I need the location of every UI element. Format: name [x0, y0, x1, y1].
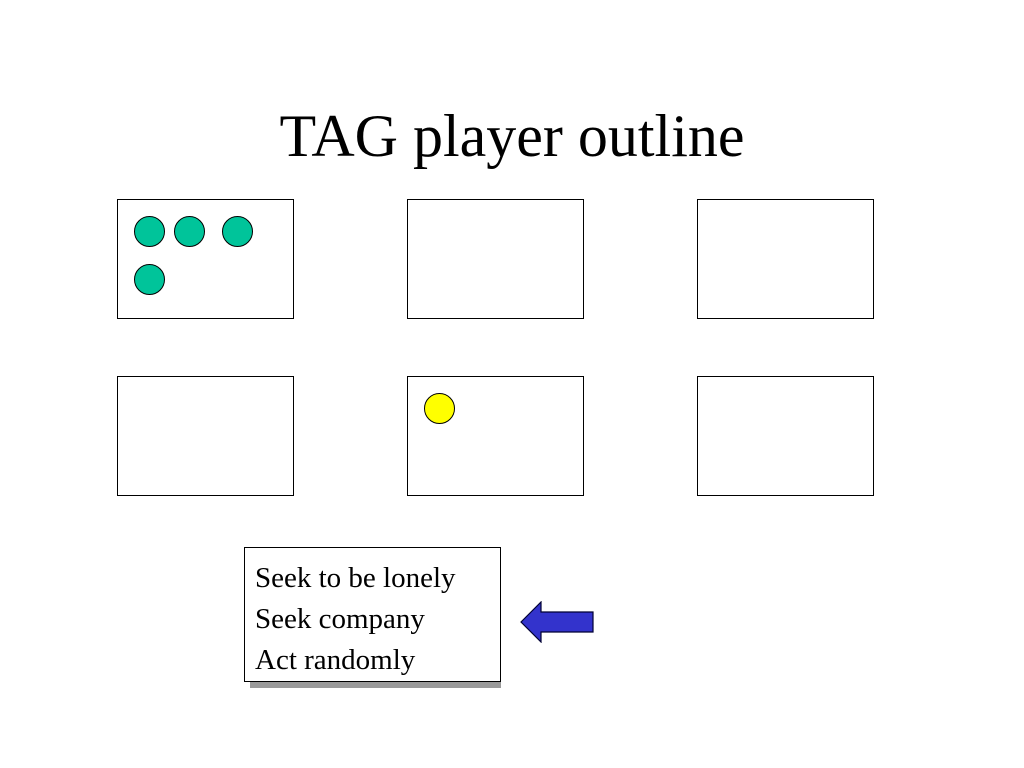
lone-player-token — [424, 393, 455, 424]
room-5 — [407, 376, 584, 496]
player-token-2 — [174, 216, 205, 247]
menu-item-seek-company[interactable]: Seek company — [255, 603, 425, 635]
player-token-3 — [222, 216, 253, 247]
menu-item-seek-lonely[interactable]: Seek to be lonely — [255, 562, 456, 594]
slide-title: TAG player outline — [279, 103, 745, 169]
room-2 — [407, 199, 584, 319]
player-token-1 — [134, 216, 165, 247]
left-arrow-shape — [520, 601, 594, 643]
behavior-menu: Seek to be lonely Seek company Act rando… — [244, 547, 501, 682]
room-1 — [117, 199, 294, 319]
room-4 — [117, 376, 294, 496]
room-3 — [697, 199, 874, 319]
room-6 — [697, 376, 874, 496]
menu-item-act-randomly[interactable]: Act randomly — [255, 644, 416, 676]
left-arrow-icon — [520, 601, 594, 643]
player-token-4 — [134, 264, 165, 295]
